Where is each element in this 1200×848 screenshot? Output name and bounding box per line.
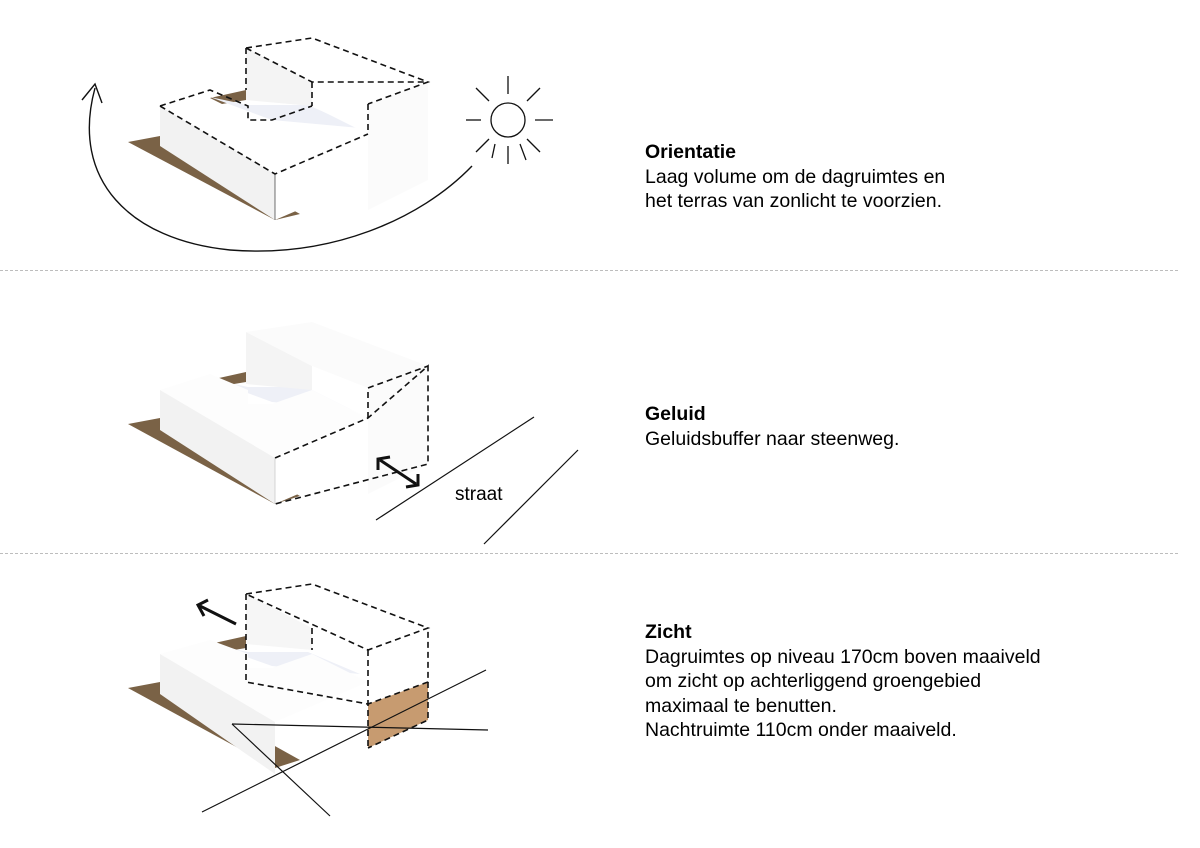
courtyard-floor bbox=[210, 97, 360, 128]
description-line: Dagruimtes op niveau 170cm boven maaivel… bbox=[645, 645, 1041, 668]
description-line: het terras van zonlicht te voorzien. bbox=[645, 190, 942, 212]
roof-outline bbox=[159, 37, 431, 175]
street-label: straat bbox=[455, 484, 503, 505]
section-divider bbox=[0, 553, 1178, 554]
street-edge bbox=[483, 449, 579, 545]
view-arrow-icon bbox=[195, 598, 237, 626]
section-divider bbox=[0, 270, 1178, 271]
sun-icon bbox=[466, 76, 553, 164]
panel-title: Zicht bbox=[645, 621, 692, 643]
ground-line bbox=[201, 669, 487, 813]
double-arrow-icon bbox=[376, 455, 420, 489]
sun-path-arrow-icon bbox=[88, 87, 473, 252]
geluid-text: Geluid Geluidsbuffer naar steenweg. bbox=[645, 402, 899, 451]
ground-line bbox=[231, 723, 489, 731]
panel-geluid: straat Geluid Geluidsbuffer naar steenwe… bbox=[0, 272, 1200, 554]
panel-title: Geluid bbox=[645, 403, 706, 425]
raised-volume-outline bbox=[245, 583, 431, 749]
street-edge bbox=[375, 416, 535, 521]
view-diagram bbox=[128, 583, 489, 817]
noise-diagram bbox=[128, 322, 579, 545]
underground-volume bbox=[368, 682, 428, 748]
panel-orientatie: Orientatie Laag volume om de dagruimtes … bbox=[0, 0, 1200, 272]
description-line: Geluidsbuffer naar steenweg. bbox=[645, 427, 900, 450]
description-line: maximaal te benutten. bbox=[645, 694, 837, 717]
panel-title: Orientatie bbox=[645, 141, 737, 163]
description-line: om zicht op achterliggend groengebied bbox=[645, 670, 982, 692]
description-line: Nachtruimte 110cm onder maaiveld. bbox=[645, 719, 957, 741]
orientation-diagram bbox=[81, 37, 553, 252]
orientatie-text: Orientatie Laag volume om de dagruimtes … bbox=[645, 140, 945, 214]
zicht-text: Zicht Dagruimtes op niveau 170cm boven m… bbox=[645, 620, 1041, 743]
facade-outline bbox=[274, 364, 429, 505]
panel-zicht: Zicht Dagruimtes op niveau 170cm boven m… bbox=[0, 554, 1200, 848]
description-line: Laag volume om de dagruimtes en bbox=[645, 165, 946, 188]
